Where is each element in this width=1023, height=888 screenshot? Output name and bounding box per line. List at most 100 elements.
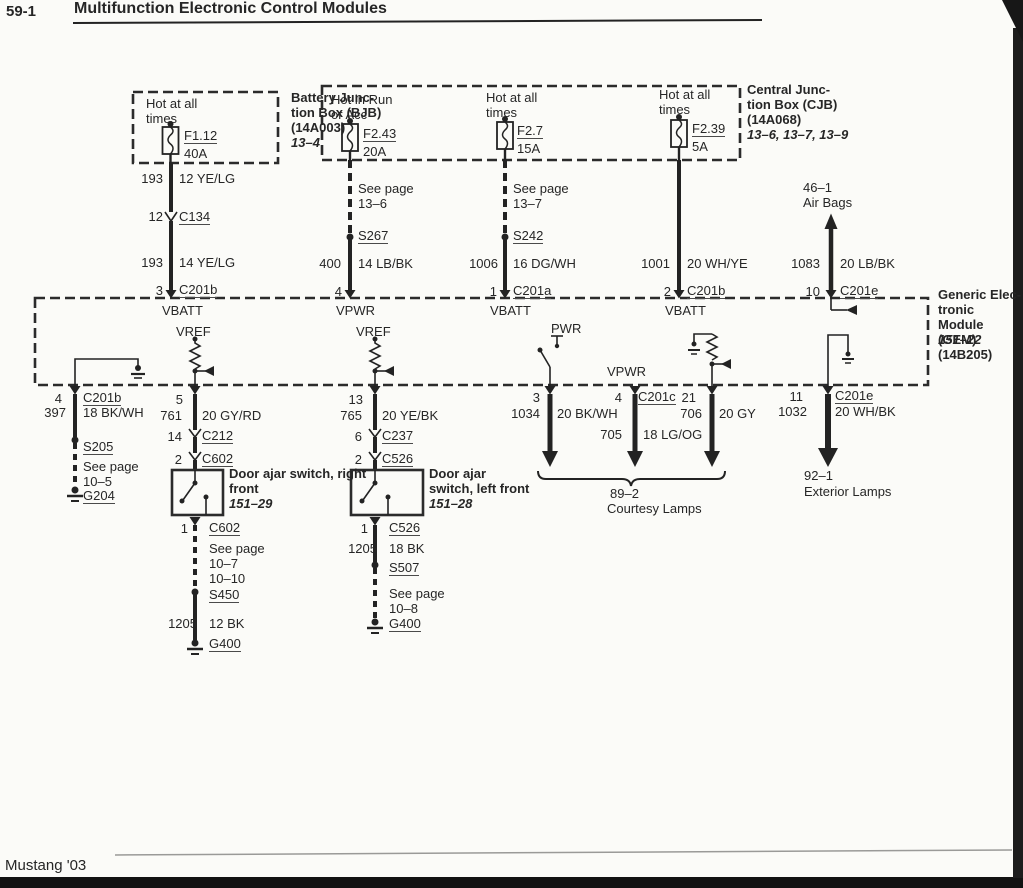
bjb-fuse-name: F1.12 xyxy=(184,128,218,144)
cjb-fuse3-name: F2.39 xyxy=(692,121,726,137)
brace xyxy=(537,470,726,487)
switch-page-ref: 151–28 xyxy=(429,496,473,511)
connector-pin: 1 xyxy=(180,521,188,536)
circuit-number: 1032 xyxy=(778,404,807,419)
hot-feed-2-wire xyxy=(673,160,685,299)
bjb-page-ref: 13–4 xyxy=(291,135,320,150)
connector-name: C237 xyxy=(382,428,414,444)
see-page-ref: See page 10–8 xyxy=(389,586,445,616)
gem-pin-number: 10 xyxy=(805,284,820,299)
door-right-switch-icon xyxy=(179,470,209,515)
fuse-f239-icon xyxy=(670,114,688,160)
door-left-branch-wire xyxy=(349,394,425,634)
wire-color: 18 BK xyxy=(389,541,425,556)
circuit-number: 1001 xyxy=(641,256,670,271)
splice-name: S242 xyxy=(513,228,544,244)
circuit-number: 1205 xyxy=(168,616,197,631)
gem-signal-pwr: PWR xyxy=(551,321,582,336)
connector-pin: 2 xyxy=(354,452,362,467)
courtesy-arrows xyxy=(537,394,726,487)
gem-label: Generic Elec- tronic Module (GEM) (14B20… xyxy=(938,287,1022,362)
door-left-switch-box xyxy=(349,468,425,517)
cjb-fuse3-rating: 5A xyxy=(692,139,708,154)
door-right-branch-wire xyxy=(170,394,225,655)
connector-name: C201e xyxy=(840,283,879,299)
circuit-number: 193 xyxy=(141,255,163,270)
cjb-fuse2-rating: 15A xyxy=(517,141,541,156)
gem-page-ref: 151–22 xyxy=(938,332,982,347)
ground-name: G204 xyxy=(83,488,115,504)
offpage-destination: 92–1 xyxy=(804,468,833,483)
bjb-condition: Hot at all times xyxy=(146,96,198,126)
run-acc-feed-wire xyxy=(344,160,356,299)
wire-color: 20 GY xyxy=(719,406,756,421)
wire-color: 12 YE/LG xyxy=(179,171,236,186)
gem-box xyxy=(33,296,930,387)
gem-pin-number: 21 xyxy=(681,390,696,405)
splice-name: S507 xyxy=(389,560,420,576)
wire-color: 16 DG/WH xyxy=(513,256,576,271)
gem-pin-number: 13 xyxy=(348,392,363,407)
offpage-destination: 46–1 Air Bags xyxy=(803,180,853,210)
connector-name: C212 xyxy=(202,428,234,444)
circuit-number: 761 xyxy=(160,408,182,423)
connector-pin: 2 xyxy=(174,452,182,467)
splice-name: S450 xyxy=(209,587,240,603)
circuit-number: 705 xyxy=(600,427,622,442)
gem-signal-vref: VREF xyxy=(356,324,391,339)
wire-color: 20 YE/BK xyxy=(382,408,439,423)
circuit-number: 1034 xyxy=(511,406,540,421)
connector-name: C602 xyxy=(209,520,241,536)
hot-feed-1-wire xyxy=(499,160,511,299)
bjb-feed-wire xyxy=(164,163,178,299)
gem-pin-number: 4 xyxy=(334,284,342,299)
cjb-fuse1-rating: 20A xyxy=(363,144,387,159)
connector-name: C201b xyxy=(179,282,218,298)
ground-branch-wire xyxy=(67,394,83,502)
door-right-switch-box xyxy=(170,468,225,517)
gem-signal: VBATT xyxy=(162,303,203,318)
switch-page-ref: 151–29 xyxy=(229,496,273,511)
ground-name: G400 xyxy=(389,616,421,632)
wire-color: 20 WH/BK xyxy=(835,404,896,419)
offpage-destination: 89–2 xyxy=(610,486,639,501)
cjb-box xyxy=(320,84,742,162)
gem-pin-number: 5 xyxy=(175,392,183,407)
cjb-label: Central Junc- tion Box (CJB) (14A068) xyxy=(747,82,838,127)
cjb-fuse2-condition: Hot at all times xyxy=(486,90,538,120)
gem-pin-number: 4 xyxy=(614,390,622,405)
fuse-f112-icon xyxy=(161,121,180,163)
fuse-f27-icon xyxy=(496,116,514,160)
circuit-number: 193 xyxy=(141,171,163,186)
connector-name: C201c xyxy=(638,389,676,405)
wire-color: 20 WH/YE xyxy=(687,256,748,271)
vehicle-model: Mustang '03 xyxy=(5,857,87,874)
connector-name: C201b xyxy=(83,390,122,406)
see-page-ref: See page 13–6 xyxy=(358,181,414,211)
cjb-fuse2-name: F2.7 xyxy=(517,123,544,139)
gem-signal: VBATT xyxy=(665,303,706,318)
see-page-ref: See page 10–5 xyxy=(83,459,139,489)
connector-name: C526 xyxy=(389,520,421,536)
connector-pin: 14 xyxy=(167,429,182,444)
switch-label: Door ajar switch, right front xyxy=(229,466,367,496)
circuit-number: 706 xyxy=(680,406,702,421)
circuit-number: 765 xyxy=(340,408,362,423)
connector-name: C201b xyxy=(687,283,726,299)
connector-pin: 12 xyxy=(148,209,163,224)
splice-name: S267 xyxy=(358,228,389,244)
offpage-destination-name: Courtesy Lamps xyxy=(607,501,702,516)
connector-name: C134 xyxy=(179,209,211,225)
connector-name: C602 xyxy=(202,451,234,467)
cjb-fuse3-condition: Hot at all times xyxy=(659,87,711,117)
cjb-fuse1-name: F2.43 xyxy=(363,126,397,142)
connector-pin: 1 xyxy=(360,521,368,536)
connector-pin: 6 xyxy=(354,429,362,444)
see-page-ref: See page 10–7 10–10 xyxy=(209,541,265,586)
ground-name: G400 xyxy=(209,636,241,652)
circuit-number: 397 xyxy=(44,405,66,420)
exterior-arrow xyxy=(818,394,838,467)
circuit-number: 1083 xyxy=(791,256,820,271)
